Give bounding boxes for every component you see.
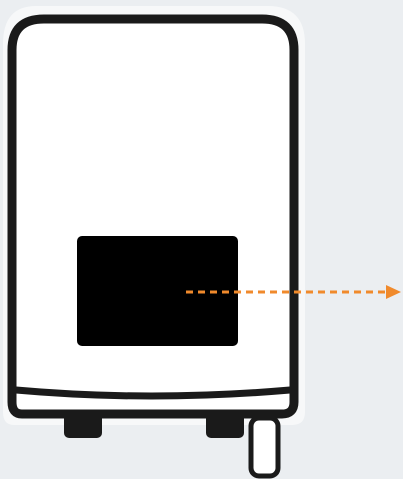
- device-body: [12, 19, 294, 414]
- side-connector: [251, 418, 278, 476]
- arrow-right-icon: [386, 285, 401, 299]
